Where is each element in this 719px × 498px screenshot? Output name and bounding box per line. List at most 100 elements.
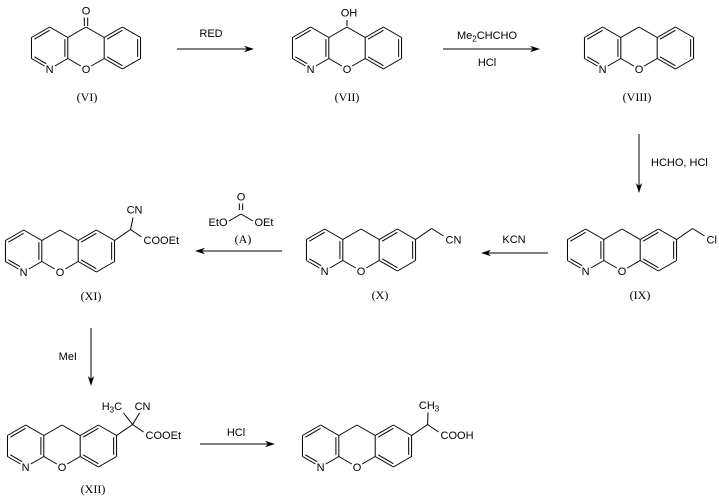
bond-line	[292, 26, 311, 38]
bond-line	[306, 228, 325, 240]
atom-label-oxygen: O	[357, 266, 366, 278]
compound-label: (VII)	[335, 90, 360, 104]
bond-line	[620, 26, 640, 38]
bond-line	[658, 228, 677, 240]
bond-line	[34, 56, 47, 65]
bond-line	[393, 424, 412, 436]
structure-compound-ix: N O Cl (IX)	[566, 228, 717, 302]
side-chain-label: Cl	[707, 235, 717, 247]
reagent-label: HCHO, HCl	[651, 157, 708, 169]
atom-label-oxygen: O	[635, 64, 644, 76]
bond-line	[367, 29, 384, 40]
bond-line	[570, 231, 586, 242]
arrow-carbonate	[195, 247, 282, 255]
bond-line	[43, 456, 58, 465]
bond-line	[415, 228, 432, 240]
bond-line	[114, 229, 131, 241]
bond-line	[302, 456, 316, 465]
bond-line	[240, 213, 254, 222]
bond-line	[621, 228, 641, 240]
bond-line	[132, 412, 140, 425]
bond-line	[642, 231, 659, 242]
bond-line	[603, 260, 618, 269]
bond-line	[90, 58, 105, 67]
arrow-hcho-hcl: HCHO, HCl	[635, 134, 708, 193]
bond-line	[106, 56, 123, 67]
bond-line	[116, 424, 133, 436]
bond-line	[328, 26, 348, 38]
bond-line	[328, 58, 343, 67]
bond-line	[325, 456, 340, 465]
bond-line	[675, 58, 694, 70]
bond-line	[361, 456, 376, 465]
atom-label-nitrogen: N	[22, 462, 30, 474]
bond-line	[397, 228, 416, 240]
atom-label-oxygen: O	[618, 266, 627, 278]
bond-line	[54, 58, 69, 67]
bond-line	[306, 260, 320, 269]
bond-line	[378, 228, 398, 240]
reagent-label: RED	[199, 28, 222, 40]
bond-line	[122, 26, 141, 38]
bond-line	[587, 56, 600, 65]
bond-line	[567, 228, 586, 240]
bond-line	[383, 58, 402, 70]
bond-line	[295, 56, 308, 65]
bond-line	[295, 29, 311, 40]
bond-line	[659, 29, 676, 40]
bond-line	[10, 454, 23, 463]
arrowhead	[244, 45, 254, 53]
arrow-hcl: HCl	[200, 427, 275, 448]
bond-line	[584, 26, 603, 38]
carbonate-etol-label: EtO	[209, 217, 228, 229]
bond-line	[620, 58, 635, 67]
reagent-label: MeI	[59, 351, 77, 363]
cyano-label: CN	[135, 401, 151, 413]
bond-line	[329, 260, 344, 269]
bond-line	[80, 232, 97, 243]
bond-line	[130, 217, 134, 230]
bond-line	[67, 26, 87, 38]
atom-label-nitrogen: N	[317, 462, 325, 474]
arrowhead	[530, 45, 540, 53]
bond-line	[309, 258, 322, 267]
bond-line	[103, 26, 123, 38]
bond-line	[365, 260, 380, 269]
bond-line	[82, 454, 99, 465]
atom-label-oxygen: O	[82, 64, 91, 76]
bond-line	[676, 228, 693, 240]
bond-line	[80, 259, 97, 270]
arrowhead	[195, 247, 205, 255]
atom-label-oxygen: O	[353, 462, 362, 474]
bond-line	[8, 232, 24, 243]
bond-line	[659, 56, 676, 67]
bond-line	[5, 261, 19, 270]
bond-line	[85, 26, 105, 38]
compound-label: (IX)	[630, 288, 651, 302]
methyl-label: H3C	[102, 401, 122, 415]
bond-line	[5, 229, 24, 241]
bond-line	[603, 228, 623, 240]
bond-line	[79, 456, 99, 468]
atom-label-nitrogen: N	[582, 266, 590, 278]
bond-line	[643, 58, 658, 67]
bond-line	[8, 259, 21, 268]
bond-line	[96, 229, 115, 241]
compound-label: (VIII)	[623, 90, 652, 104]
bond-line	[305, 427, 321, 438]
hydroxyl-label: OH	[341, 8, 358, 20]
bond-line	[41, 229, 61, 241]
atom-label-nitrogen: N	[20, 267, 28, 279]
bond-line	[367, 56, 384, 67]
atom-label-nitrogen: N	[307, 64, 315, 76]
bond-line	[656, 26, 676, 38]
bond-line	[692, 228, 705, 237]
atom-label-oxygen: O	[56, 267, 65, 279]
bond-line	[64, 261, 79, 270]
bond-line	[315, 58, 330, 67]
bond-line	[31, 58, 45, 67]
ester-label: COOEt	[144, 235, 179, 247]
